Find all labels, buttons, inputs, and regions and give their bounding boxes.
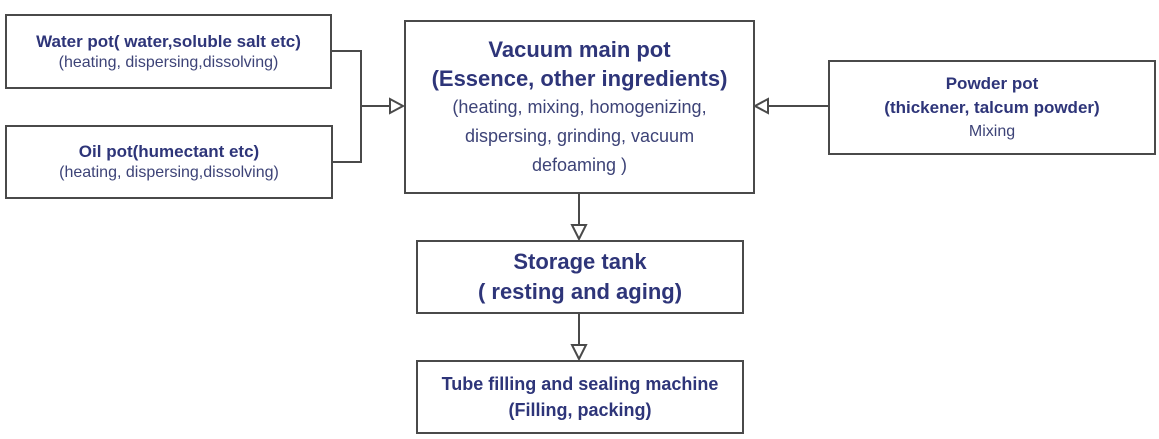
water-pot-box: Water pot( water,soluble salt etc) (heat… — [5, 14, 332, 89]
powder-pot-box: Powder pot (thickener, talcum powder) Mi… — [828, 60, 1156, 155]
storage-tank-box: Storage tank ( resting and aging) — [416, 240, 744, 314]
main-pot-subtitle-1: (heating, mixing, homogenizing, — [452, 96, 707, 117]
main-pot-title-2: (Essence, other ingredients) — [431, 65, 728, 91]
powder-pot-title-1: Powder pot — [945, 73, 1039, 93]
storage-tank-title-2: ( resting and aging) — [477, 279, 683, 304]
powder-pot-title-2: (thickener, talcum powder) — [884, 97, 1100, 117]
oil-pot-title: Oil pot(humectant etc) — [78, 142, 260, 161]
arrow-into-storage-icon — [570, 224, 588, 242]
water-pot-title: Water pot( water,soluble salt etc) — [36, 31, 301, 51]
tube-filling-box: Tube filling and sealing machine (Fillin… — [416, 360, 744, 434]
powder-pot-subtitle: Mixing — [968, 122, 1016, 140]
oil-pot-box: Oil pot(humectant etc) (heating, dispers… — [5, 125, 333, 199]
water-pot-subtitle: (heating, dispersing,dissolving) — [58, 53, 279, 71]
main-pot-subtitle-3: defoaming ) — [531, 154, 628, 175]
vacuum-main-pot-box: Vacuum main pot (Essence, other ingredie… — [404, 20, 755, 194]
oil-pot-subtitle: (heating, dispersing,dissolving) — [59, 164, 279, 181]
water-to-junction-line — [331, 50, 362, 163]
tube-filling-title-1: Tube filling and sealing machine — [441, 374, 719, 394]
arrow-into-tube-icon — [570, 344, 588, 362]
main-pot-subtitle-2: dispersing, grinding, vacuum — [464, 125, 695, 146]
arrow-into-main-right-icon — [752, 97, 769, 115]
main-pot-title-1: Vacuum main pot — [488, 36, 671, 62]
arrow-into-main-left-icon — [389, 97, 406, 115]
tube-filling-title-2: (Filling, packing) — [508, 400, 652, 420]
storage-tank-title-1: Storage tank — [513, 249, 647, 274]
